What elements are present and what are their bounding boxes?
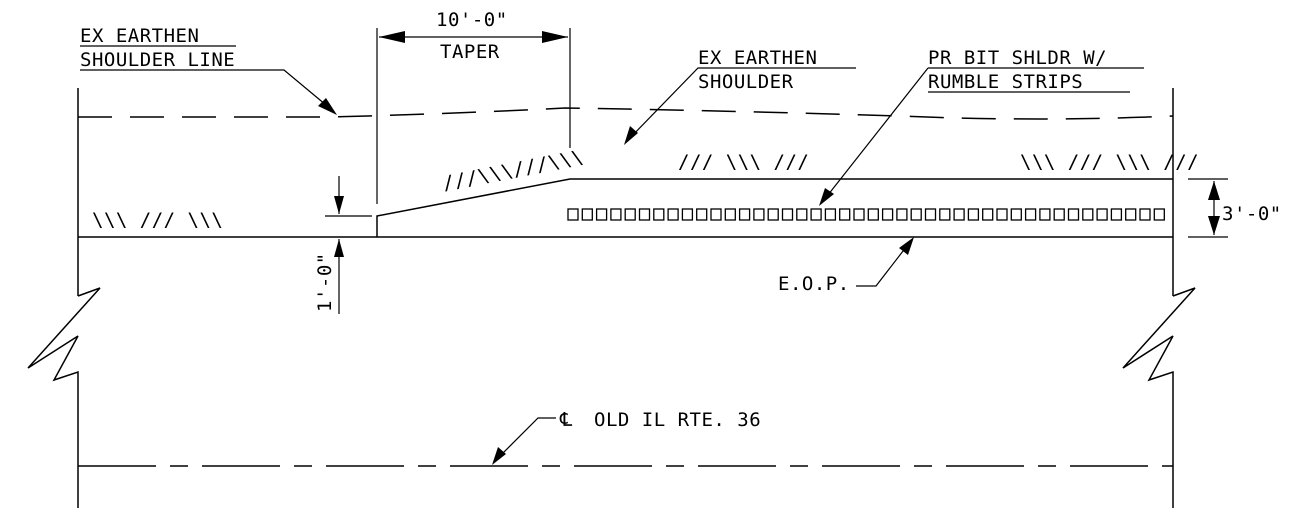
label-ex-earthen-shoulder-line: EX EARTHEN SHOULDER LINE xyxy=(80,25,337,115)
rumble-strip xyxy=(1096,208,1108,221)
centerline-label: OLD IL RTE. 36 xyxy=(594,409,761,431)
taper-dimension: 10'-0" TAPER xyxy=(376,9,571,204)
rumble-strip xyxy=(667,208,679,221)
rumble-strip xyxy=(595,208,608,221)
eop-label: E.O.P. xyxy=(778,273,850,295)
rumble-strip xyxy=(567,208,579,221)
label-line-1: EX EARTHEN xyxy=(80,25,199,47)
label-line-1: EX EARTHEN xyxy=(698,47,817,69)
label-line-2: SHOULDER xyxy=(698,71,794,93)
dim-arrow-right-icon xyxy=(542,31,568,43)
dim-arrow-left-icon xyxy=(379,31,405,43)
rumble-strip xyxy=(624,208,636,221)
rumble-strip xyxy=(982,208,994,221)
rumble-strip xyxy=(867,208,879,221)
dim-arrow-down-icon xyxy=(334,196,344,214)
label-eop: E.O.P. xyxy=(778,237,914,295)
rumble-strip xyxy=(881,208,894,221)
shoulder-width-dimension: 3'-0" xyxy=(1188,178,1282,238)
hatch-marks-right: \\\ /// \\\ /// xyxy=(1020,151,1199,173)
rumble-strip xyxy=(1139,208,1151,221)
dim-arrow-down-icon xyxy=(1208,216,1220,235)
leader-arrow-icon xyxy=(624,126,638,145)
rumble-strip xyxy=(810,208,822,221)
leader-arrow-icon xyxy=(899,237,914,255)
dim-arrow-up-icon xyxy=(1208,181,1220,200)
rumble-strip xyxy=(767,208,779,221)
rumble-strip xyxy=(1039,208,1051,221)
hatch-marks-left: \\\ /// \\\ xyxy=(92,209,223,231)
rumble-strip xyxy=(1125,208,1137,221)
rumble-strip xyxy=(710,208,722,221)
rumble-strip xyxy=(839,208,851,221)
taper-dimension-value: 10'-0" xyxy=(436,9,508,31)
existing-shoulder-dashed-line xyxy=(78,107,1174,120)
rumble-strip xyxy=(910,208,922,221)
label-ex-earthen-shoulder: EX EARTHEN SHOULDER xyxy=(624,47,856,145)
rumble-strip xyxy=(653,208,665,221)
rumble-strip xyxy=(1110,208,1123,221)
hatch-marks-taper: ///\\\///\\\ xyxy=(441,146,586,195)
rumble-strip xyxy=(896,208,908,221)
rumble-strip xyxy=(796,208,808,221)
rumble-strip xyxy=(610,208,622,221)
rumble-strip xyxy=(1010,208,1022,221)
shoulder-width-value: 3'-0" xyxy=(1222,203,1282,225)
rumble-strip xyxy=(1024,208,1037,221)
right-match-line xyxy=(1122,88,1196,508)
label-centerline: ℄ OLD IL RTE. 36 xyxy=(492,409,761,465)
left-match-line xyxy=(27,88,101,508)
rumble-strip xyxy=(696,208,708,221)
leader-arrow-icon xyxy=(819,188,834,206)
rumble-strip xyxy=(1053,208,1065,221)
dim-arrow-up-icon xyxy=(334,239,344,257)
rumble-strip xyxy=(638,208,651,221)
label-line-1: PR BIT SHLDR W/ xyxy=(928,47,1107,69)
rumble-strip xyxy=(1153,208,1165,221)
label-line-2: SHOULDER LINE xyxy=(80,49,235,71)
offset-dimension: 1'-0" xyxy=(314,176,372,314)
rumble-strip xyxy=(824,208,837,221)
rumble-strip xyxy=(753,208,765,221)
rumble-strip xyxy=(724,208,736,221)
rumble-strip xyxy=(924,208,937,221)
rumble-strip xyxy=(939,208,951,221)
taper-label: TAPER xyxy=(440,41,500,63)
hatch-marks-middle: /// \\\ /// xyxy=(678,151,809,173)
rumble-strip xyxy=(953,208,965,221)
rumble-strip xyxy=(681,208,694,221)
rumble-strip xyxy=(738,208,751,221)
rumble-strip xyxy=(853,208,865,221)
rumble-strip xyxy=(581,208,593,221)
proposed-shoulder-outline xyxy=(376,178,1173,237)
offset-value: 1'-0" xyxy=(314,252,336,312)
centerline-symbol: ℄ xyxy=(559,409,573,431)
leader-arrow-icon xyxy=(492,447,506,465)
label-line-2: RUMBLE STRIPS xyxy=(928,71,1083,93)
rumble-strips xyxy=(567,208,1165,221)
leader-arrow-icon xyxy=(318,98,337,115)
rumble-strip xyxy=(1067,208,1080,221)
rumble-strip xyxy=(996,208,1008,221)
rumble-strip xyxy=(967,208,980,221)
rumble-strip xyxy=(1082,208,1094,221)
rumble-strip xyxy=(781,208,794,221)
label-pr-bit-shoulder: PR BIT SHLDR W/ RUMBLE STRIPS xyxy=(819,47,1144,206)
